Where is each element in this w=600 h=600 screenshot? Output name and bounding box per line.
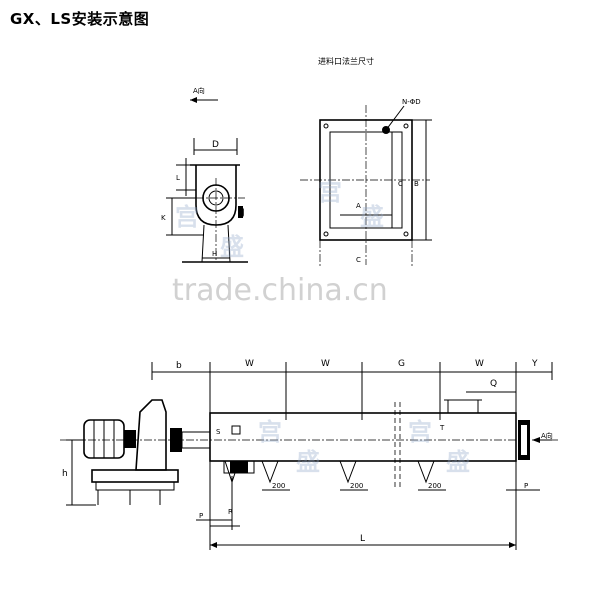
support-leg [417,460,435,484]
support-foot: 200 [261,460,290,491]
watermark-char: 宫 [318,177,342,206]
tail-end-inner [521,425,527,455]
discharge-outlet [230,461,248,473]
dim-l-total-label: L [360,534,365,544]
dim-k-label: K [161,214,166,222]
l-arrow-right [509,542,516,548]
dim-j-label: J [241,208,245,218]
watermark-char: 盛 [446,447,470,476]
flange-view: N-ΦD A C B C [300,98,432,268]
side-view-a-direction-label: A向 [541,431,553,440]
support-foot: 200 [339,460,368,491]
dim-h-lower-label: h [62,469,68,479]
bolt-hole [403,231,409,237]
dim-b-label: B [414,180,419,188]
watermark-char: 盛 [360,202,384,231]
screw-inner-circle [208,190,224,206]
dim-h-label: H [212,250,217,258]
end-view-support [201,224,231,263]
support-leg [261,460,279,484]
dim-r-label: R [228,508,233,516]
side-view: b W W G W Y Q T S A向 200 [60,359,560,550]
end-view-a-direction-label: A向 [193,86,205,95]
dim-a-label: A [356,202,361,210]
end-view: A向 D J L K H [161,86,248,263]
conveyor-trough [209,412,517,462]
support-foot: 200 [417,460,446,491]
dim-g-label: G [398,359,405,369]
watermark-char: 宫 [408,417,432,446]
feed-inlet [447,399,479,414]
page-title: GX、LS安装示意图 [10,10,150,28]
dim-c-bottom-label: C [356,256,361,264]
dim-w3-label: W [475,359,484,369]
drive-unit [83,399,211,505]
dim-q-label: Q [490,379,497,389]
dim-w1-label: W [245,359,254,369]
bolt-hole [323,231,329,237]
flange-dimension-title: 进料口法兰尺寸 [318,57,374,66]
drive-base [91,469,179,483]
dim-w2-label: W [321,359,330,369]
watermark-char: 盛 [220,232,244,261]
dim-b-side-label: b [176,361,182,371]
a-view-arrowhead [532,437,540,443]
watermark-text: trade.china.cn [172,273,388,308]
dim-200-label: 200 [272,482,285,490]
bolt-hole [403,123,409,129]
drive-coupling [170,428,182,452]
watermark-char: 宫 [175,202,199,231]
n-phi-d-leader [385,105,405,131]
dim-p-right-label: P [524,482,528,490]
dim-t-label: T [439,424,445,432]
dim-p-left-label: P [199,512,203,520]
support-leg [339,460,357,484]
reducer [135,399,167,471]
inspection-window [231,425,241,435]
drive-base-plate [95,481,175,491]
dim-200-label: 200 [428,482,441,490]
dim-c-label: C [398,180,403,188]
watermark-char: 宫 [258,417,282,446]
dim-200-label: 200 [350,482,363,490]
l-arrow-left [210,542,217,548]
dim-d-label: D [212,140,219,150]
dim-l-label: L [176,174,180,182]
coupling [124,430,136,448]
dim-s-label: S [216,428,221,436]
drive-shaft-housing [181,431,211,449]
bolt-hole [323,123,329,129]
a-direction-arrowhead [190,97,197,103]
j-bracket [238,206,243,218]
watermark-char: 盛 [296,447,320,476]
dim-y-label: Y [531,359,538,369]
dim-n-phi-d-label: N-ΦD [402,98,421,106]
